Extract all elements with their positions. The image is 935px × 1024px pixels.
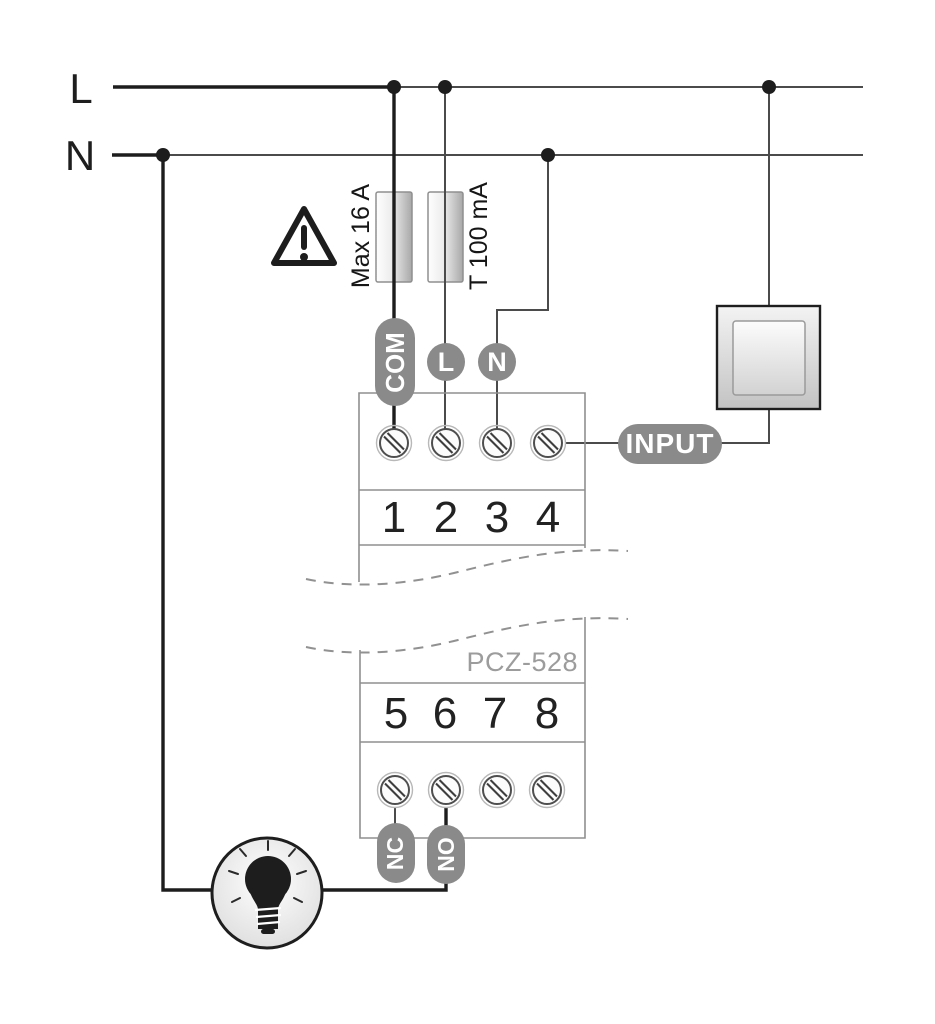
nc-badge-label: NC — [382, 836, 409, 870]
terminal-block-top — [358, 392, 586, 582]
wire-neutral-to-lamp — [161, 155, 214, 892]
terminal-screw-6 — [427, 771, 465, 809]
terminal-screw-4 — [529, 424, 567, 462]
terminal-number-8: 8 — [534, 689, 560, 738]
com-badge-label: COM — [379, 331, 410, 393]
terminal-screw-8 — [528, 771, 566, 809]
terminal-screw-7 — [478, 771, 516, 809]
neutral-badge: N — [478, 343, 516, 381]
live-badge: L — [427, 343, 465, 381]
wall-switch-icon — [715, 304, 822, 411]
terminal-block-bottom — [359, 617, 586, 839]
input-badge: INPUT — [618, 424, 722, 464]
terminal-number-4: 4 — [535, 493, 561, 542]
neutral-rail-label: N — [64, 132, 96, 179]
terminal-screw-2 — [427, 424, 465, 462]
terminal-number-7: 7 — [482, 689, 508, 738]
wire-neutral-to-n-terminal — [496, 155, 549, 443]
no-badge: NO — [427, 825, 465, 884]
terminal-number-6: 6 — [432, 689, 458, 738]
device-model-label: PCZ-528 — [466, 647, 578, 677]
junction-dot — [438, 80, 452, 94]
terminal-screw-3 — [478, 424, 516, 462]
live-badge-label: L — [437, 346, 455, 377]
junction-dot — [762, 80, 776, 94]
device-break-dash-top — [305, 549, 629, 586]
junction-dot — [387, 80, 401, 94]
terminal-number-1: 1 — [381, 493, 407, 542]
junction-dot — [541, 148, 555, 162]
nc-badge: NC — [377, 823, 415, 883]
terminal-number-5: 5 — [383, 689, 409, 738]
device-break-dash-bottom — [305, 617, 629, 654]
no-badge-label: NO — [432, 837, 459, 872]
live-rail-label: L — [69, 65, 93, 112]
neutral-badge-label: N — [487, 346, 507, 377]
terminal-screw-1 — [375, 424, 413, 462]
warning-triangle-icon — [271, 206, 337, 266]
junction-dot — [156, 148, 170, 162]
light-bulb-icon — [210, 836, 324, 950]
com-badge: COM — [375, 318, 415, 406]
relay-fuse-label: Max 16 A — [347, 183, 375, 289]
control-fuse-label: T 100 mA — [465, 182, 493, 290]
terminal-screw-5 — [376, 771, 414, 809]
input-badge-label: INPUT — [625, 428, 715, 459]
terminal-number-2: 2 — [433, 493, 459, 542]
terminal-number-3: 3 — [484, 493, 510, 542]
